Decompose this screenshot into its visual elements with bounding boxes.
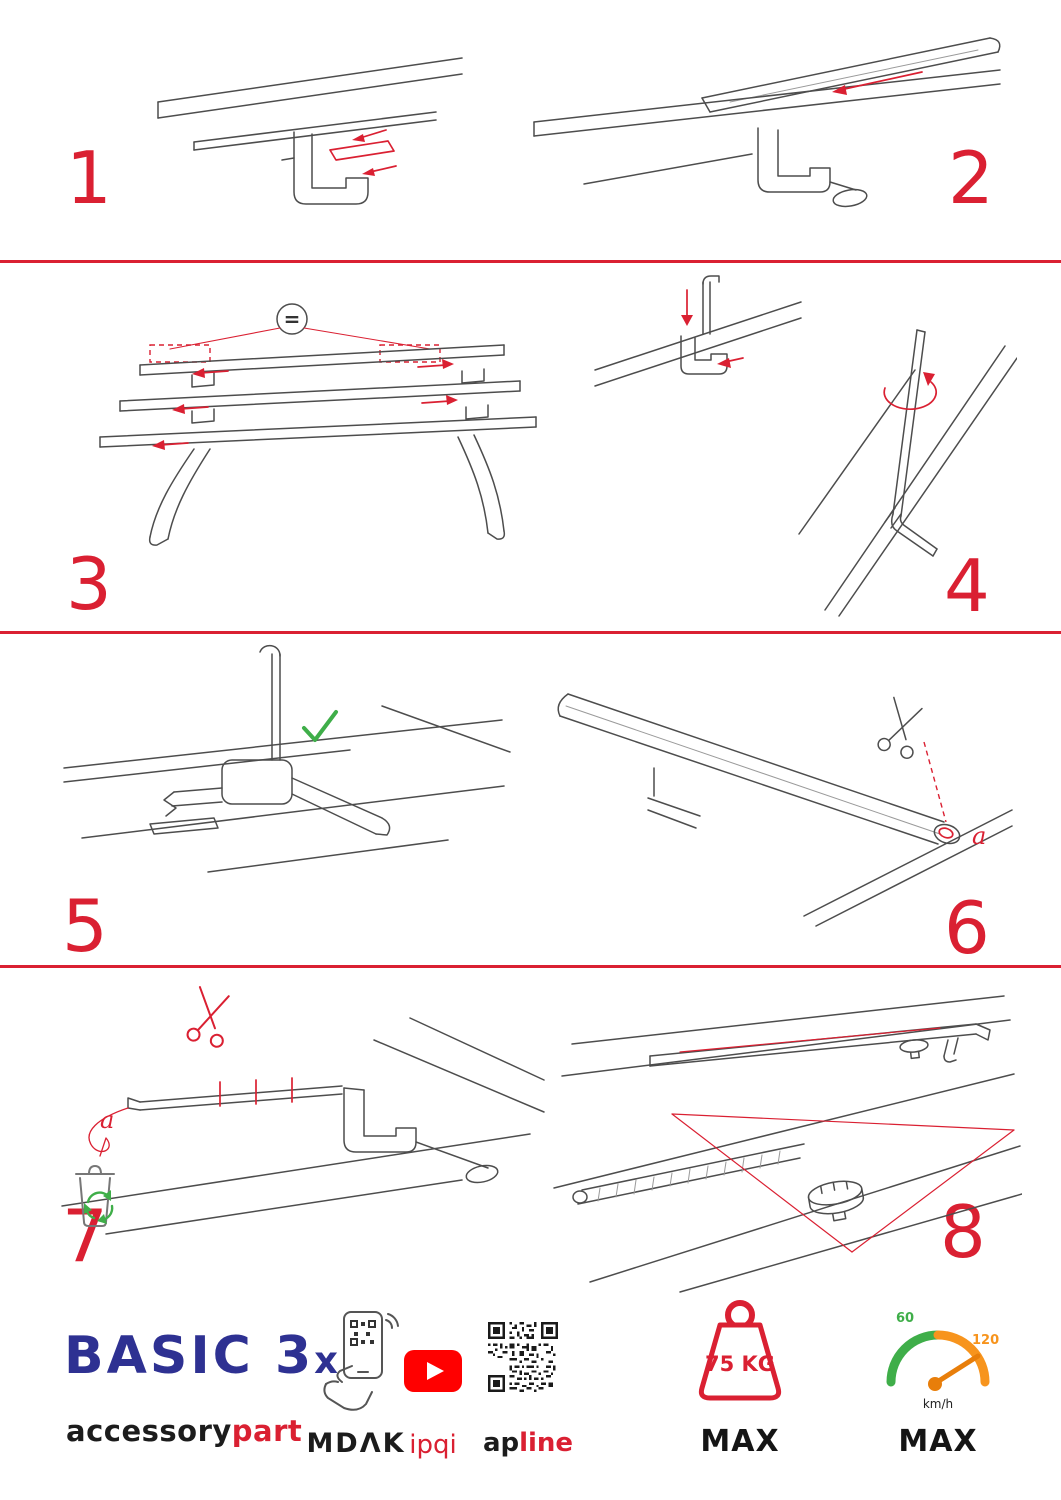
step-5-illustration: [63, 644, 511, 873]
section-divider: [0, 260, 1061, 263]
apline-red: line: [519, 1428, 574, 1458]
ipqi-logo: ipqi: [409, 1430, 457, 1460]
step-2-number: 2: [948, 136, 994, 220]
product-name-suffix: x: [314, 1339, 341, 1382]
t-bolt-large: [807, 1180, 865, 1222]
apline-black: ap: [482, 1428, 520, 1458]
step-2-illustration: [533, 37, 1001, 208]
apline-logo: apline: [478, 1428, 578, 1458]
section-divider: [0, 631, 1061, 634]
equal-symbol: =: [284, 307, 301, 331]
step-6-illustration: a: [557, 693, 1013, 927]
step-7-illustration: a: [61, 986, 545, 1235]
speed-120-label: 120: [972, 1333, 999, 1348]
mdak-logo: MDΛK: [306, 1428, 406, 1459]
step-3-illustration: =: [99, 303, 537, 546]
speed-max-label: MAX: [898, 1424, 978, 1459]
step-1-number: 1: [66, 136, 112, 220]
cut-label-a: a: [972, 822, 986, 850]
checkmark-icon: [302, 710, 338, 742]
speed-unit-label: km/h: [923, 1397, 953, 1411]
step-4-number: 4: [944, 544, 990, 628]
weight-limit-value: 75 KG: [705, 1352, 775, 1376]
speedometer-needle: [931, 1353, 981, 1387]
pin-insert-arrow: [681, 289, 744, 368]
step-8-illustration: [553, 995, 1022, 1293]
step-4-illustration: [594, 275, 1017, 617]
cut-marks: [219, 1077, 293, 1107]
brand-wordmark: accessorypart: [66, 1414, 302, 1448]
speed-60-label: 60: [896, 1311, 914, 1326]
step-1-illustration: [157, 57, 463, 205]
insert-pad-annotation: [329, 129, 397, 176]
scissors-icon: [186, 986, 230, 1048]
product-name: BASIC 3x: [64, 1326, 341, 1386]
brand-word-black: accessory: [66, 1414, 232, 1448]
phone-qr-icon: [323, 1311, 399, 1411]
adjust-arrows: [152, 359, 458, 450]
step-5-number: 5: [62, 884, 108, 968]
section-divider: [0, 965, 1061, 968]
signal-waves-icon: [385, 1313, 399, 1329]
step-8-number: 8: [940, 1190, 986, 1274]
cut-label-a: a: [100, 1106, 114, 1134]
discard-annotation: [88, 1107, 129, 1157]
speedometer-icon: 60 120 km/h: [886, 1311, 999, 1411]
slide-direction-arrow: [832, 71, 923, 95]
rotate-arrow: [883, 372, 938, 411]
t-bolt-small: [899, 1039, 929, 1060]
youtube-icon: [404, 1350, 462, 1392]
product-name-main: BASIC 3: [64, 1326, 315, 1386]
recycle-icon: [84, 1190, 114, 1224]
allen-key: [798, 329, 1017, 617]
step-6-number: 6: [944, 886, 990, 970]
qr-code: [488, 1322, 558, 1392]
brand-word-red: part: [231, 1414, 303, 1448]
cut-line-annotation: [923, 741, 954, 839]
step-3-number: 3: [66, 542, 112, 626]
weight-limit-icon: 75 KG: [698, 1300, 782, 1401]
equal-spacing-annotation: =: [149, 303, 441, 363]
scissors-icon: [877, 696, 923, 760]
hand-icon: [323, 1365, 373, 1411]
alignment-lines: [671, 1027, 1015, 1253]
weight-max-label: MAX: [700, 1424, 780, 1459]
